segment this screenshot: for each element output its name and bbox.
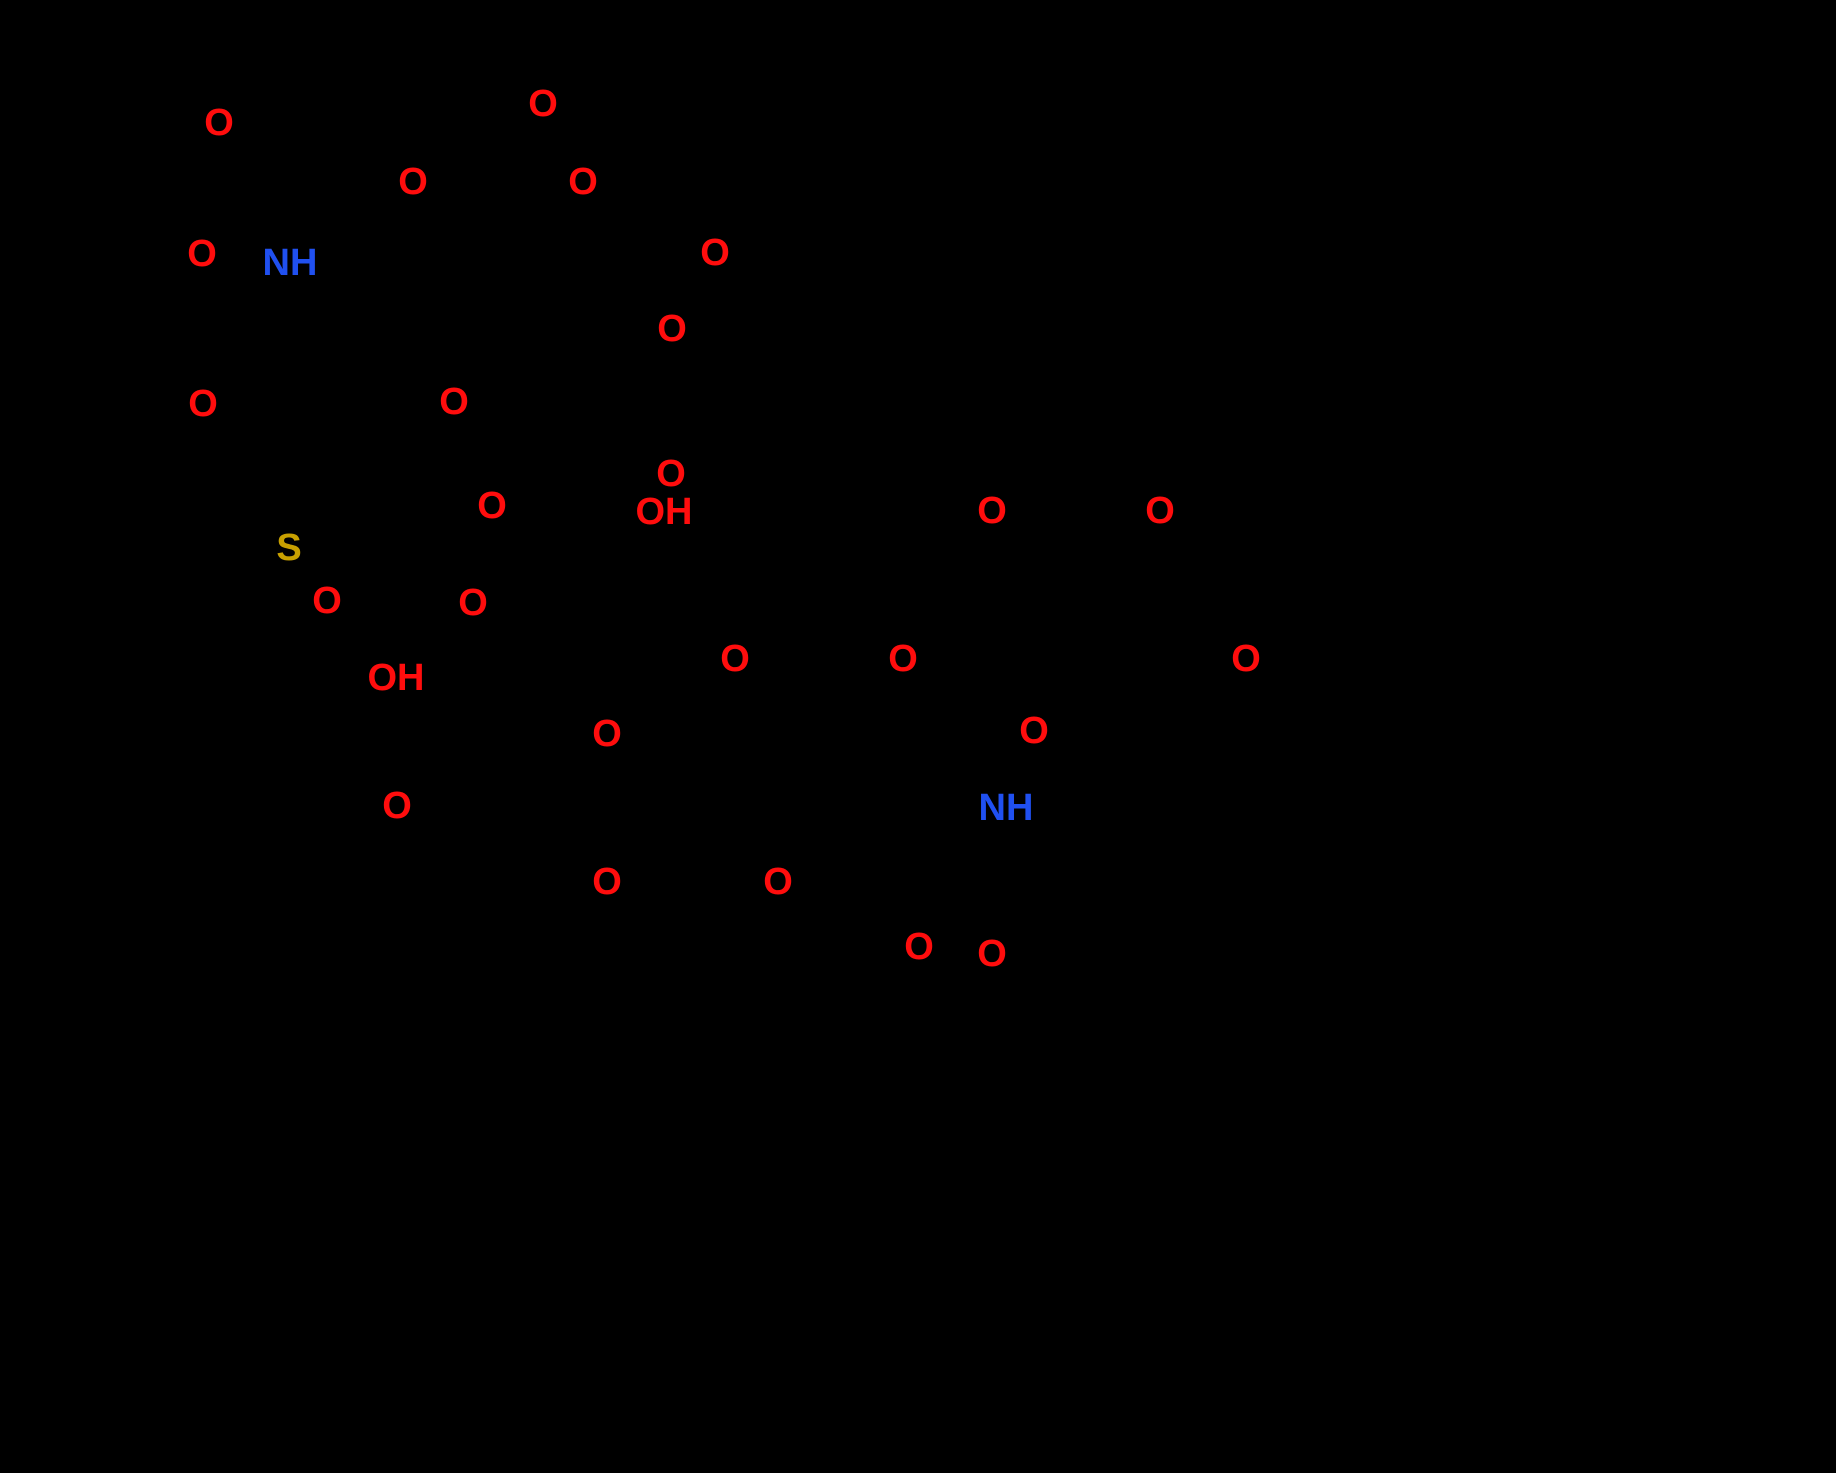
atom-label-oxygen: O	[904, 926, 934, 968]
atom-label-sulfur: S	[276, 527, 302, 569]
atom-label-oxygen: O	[528, 83, 558, 125]
bond	[900, 678, 933, 733]
atom-label-oxygen: O	[439, 381, 469, 423]
atom-label-oxygen: O	[763, 861, 793, 903]
atom-label-oxygen: O	[398, 161, 428, 203]
atom-label-oxygen: O	[888, 638, 918, 680]
atom-label-oxygen: O	[1145, 490, 1175, 532]
atom-label-oxygen: O	[592, 861, 622, 903]
bond	[451, 421, 495, 473]
bond	[92, 142, 222, 203]
bond	[286, 567, 333, 583]
bond	[1157, 530, 1183, 583]
atom-label-oxygen: O	[1231, 638, 1261, 680]
atom-label-oxygen: O	[382, 785, 412, 827]
atom-label-oxygen: O	[592, 713, 622, 755]
bond	[732, 678, 763, 733]
atom-label-oxygen: O	[1019, 710, 1049, 752]
bond	[199, 273, 243, 333]
atom-label-oxygen: O	[187, 233, 217, 275]
bond	[727, 250, 793, 283]
bond	[1243, 678, 1283, 723]
atom-label-nitrogen: NH	[978, 787, 1034, 829]
atom-label-oxygen: O	[188, 383, 218, 425]
atom-label-oxygen: O	[656, 453, 686, 495]
bond	[989, 530, 1023, 583]
atom-label-oxygen: OH	[367, 657, 425, 699]
atom-label-oxygen: O	[458, 582, 488, 624]
atom-label-oxygen: O	[700, 232, 730, 274]
bond	[503, 129, 552, 169]
atom-label-oxygen: O	[657, 308, 687, 350]
bond	[470, 525, 495, 584]
atom-label-oxygen: O	[312, 580, 342, 622]
bond	[669, 347, 683, 453]
bond	[216, 142, 235, 235]
bond	[200, 423, 243, 473]
atom-label-oxygen: O	[477, 485, 507, 527]
atom-label-oxygen: O	[977, 490, 1007, 532]
bond	[425, 157, 503, 185]
bond	[617, 247, 703, 256]
bond	[1007, 750, 1037, 793]
bond	[580, 201, 623, 253]
atom-label-oxygen: O	[720, 638, 750, 680]
atom-label-oxygen: O	[204, 102, 234, 144]
atom-label-oxygen: O	[568, 161, 598, 203]
atom-label-nitrogen: NH	[262, 242, 318, 284]
bond	[297, 167, 401, 185]
bond	[237, 467, 292, 529]
atom-label-oxygen: OH	[635, 491, 693, 533]
atom-label-oxygen: O	[977, 933, 1007, 975]
bond	[497, 123, 546, 163]
